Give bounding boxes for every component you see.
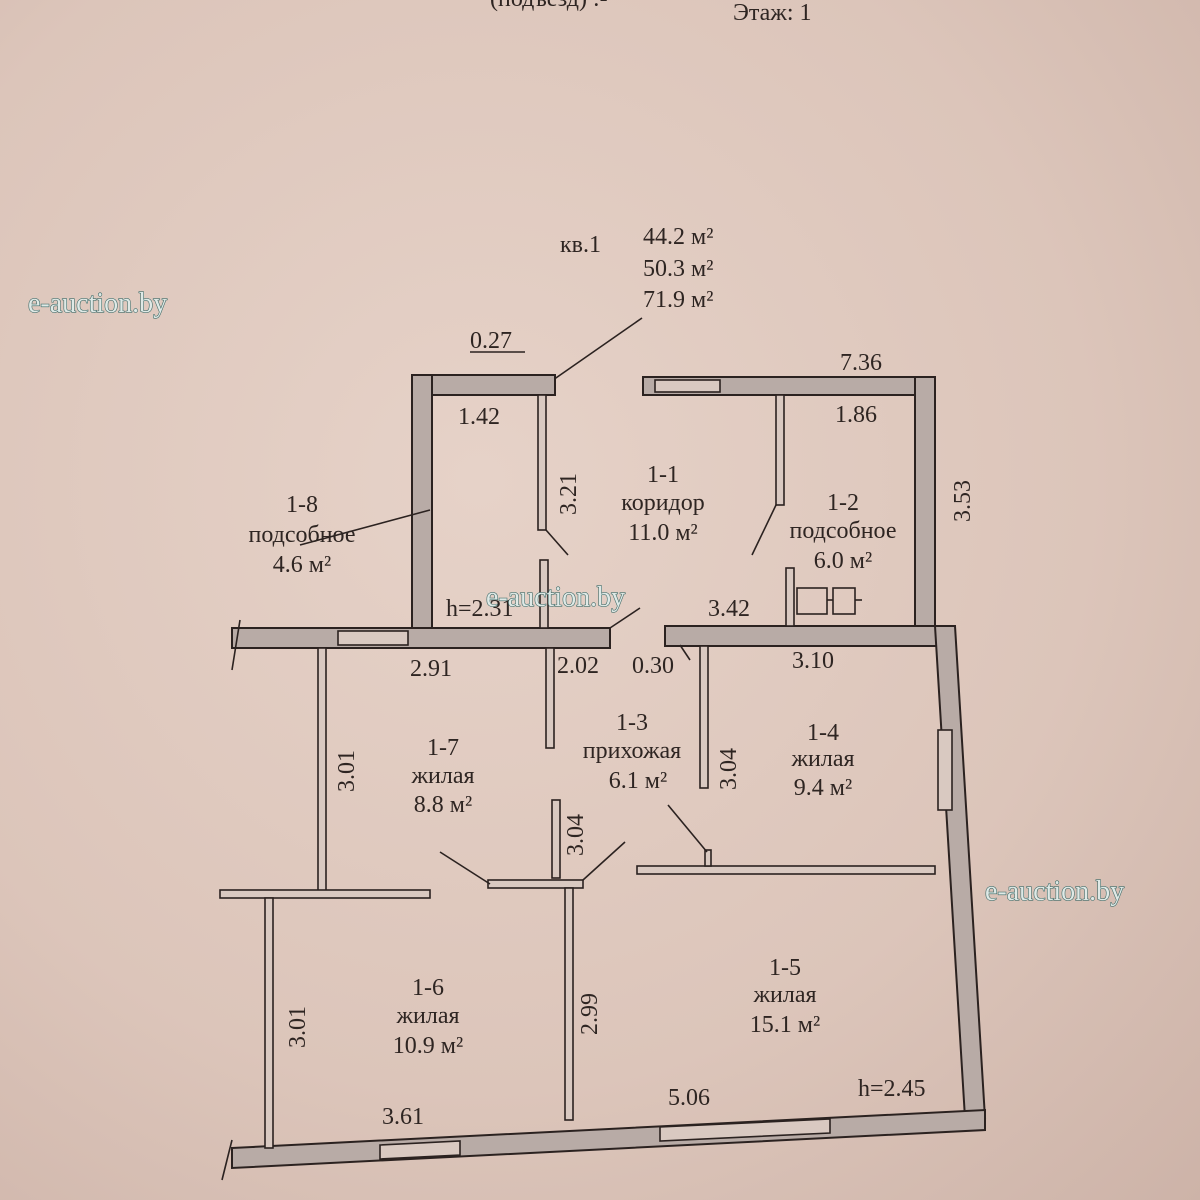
svg-text:1-3: 1-3 bbox=[616, 710, 648, 736]
svg-text:жилая: жилая bbox=[410, 763, 474, 789]
svg-text:7.36: 7.36 bbox=[840, 350, 882, 376]
room-1-7: 1-7 жилая 8.8 м² bbox=[410, 735, 474, 818]
svg-text:1-5: 1-5 bbox=[769, 955, 801, 981]
apartment-area-full: 71.9 м² bbox=[643, 287, 713, 313]
svg-text:h=2.45: h=2.45 bbox=[858, 1076, 926, 1102]
watermark: e-auction.by bbox=[985, 876, 1124, 907]
svg-text:3.10: 3.10 bbox=[792, 648, 834, 674]
apartment-label: кв.1 bbox=[560, 232, 601, 258]
svg-text:0.27: 0.27 bbox=[470, 328, 512, 354]
svg-text:3.04: 3.04 bbox=[716, 748, 742, 790]
room-1-3: 1-3 прихожая 6.1 м² bbox=[583, 710, 681, 794]
svg-text:8.8 м²: 8.8 м² bbox=[414, 792, 472, 818]
svg-text:3.04: 3.04 bbox=[563, 814, 589, 856]
svg-text:3.21: 3.21 bbox=[556, 473, 582, 515]
svg-text:h=2.31: h=2.31 bbox=[446, 596, 514, 622]
room-1-5: 1-5 жилая 15.1 м² bbox=[750, 955, 820, 1038]
entrance-label: (подъезд) :- bbox=[490, 0, 608, 12]
partitions bbox=[219, 394, 936, 1149]
watermark: e-auction.by bbox=[486, 582, 625, 613]
svg-text:6.0 м²: 6.0 м² bbox=[814, 548, 872, 574]
svg-text:11.0 м²: 11.0 м² bbox=[628, 520, 698, 546]
watermark: e-auction.by bbox=[28, 288, 167, 319]
svg-text:3.53: 3.53 bbox=[950, 480, 976, 522]
svg-text:10.9 м²: 10.9 м² bbox=[393, 1033, 463, 1059]
room-1-1: 1-1 коридор 11.0 м² bbox=[621, 462, 705, 546]
svg-text:0.30: 0.30 bbox=[632, 653, 674, 679]
room-1-2: 1-2 подсобное 6.0 м² bbox=[789, 490, 896, 574]
svg-text:жилая: жилая bbox=[395, 1003, 459, 1029]
svg-text:подсобное: подсобное bbox=[248, 522, 355, 548]
svg-text:3.42: 3.42 bbox=[708, 596, 750, 622]
svg-text:1-2: 1-2 bbox=[827, 490, 859, 516]
walls bbox=[221, 374, 987, 1181]
svg-text:4.6 м²: 4.6 м² bbox=[273, 552, 331, 578]
svg-text:1.42: 1.42 bbox=[458, 404, 500, 430]
boiler-icon bbox=[796, 587, 862, 615]
svg-text:9.4 м²: 9.4 м² bbox=[794, 775, 852, 801]
apartment-area-total: 50.3 м² bbox=[643, 256, 713, 282]
svg-text:2.02: 2.02 bbox=[557, 653, 599, 679]
svg-text:3.01: 3.01 bbox=[334, 750, 360, 792]
svg-text:жилая: жилая bbox=[790, 746, 854, 772]
svg-text:прихожая: прихожая bbox=[583, 738, 681, 764]
svg-text:1.86: 1.86 bbox=[835, 402, 877, 428]
svg-text:1-7: 1-7 bbox=[427, 735, 459, 761]
apartment-area-living: 44.2 м² bbox=[643, 224, 713, 250]
room-1-6: 1-6 жилая 10.9 м² bbox=[393, 975, 463, 1059]
svg-text:15.1 м²: 15.1 м² bbox=[750, 1012, 820, 1038]
room-1-4: 1-4 жилая 9.4 м² bbox=[790, 720, 854, 801]
svg-text:1-4: 1-4 bbox=[807, 720, 839, 746]
dimension-labels: 0.27 7.36 1.42 1.86 3.21 3.53 h=2.31 3.4… bbox=[285, 328, 976, 1130]
leader-line bbox=[552, 317, 643, 381]
svg-text:3.01: 3.01 bbox=[285, 1006, 311, 1048]
svg-text:3.61: 3.61 bbox=[382, 1104, 424, 1130]
svg-text:5.06: 5.06 bbox=[668, 1085, 710, 1111]
floor-label: Этаж: 1 bbox=[733, 0, 812, 26]
svg-text:жилая: жилая bbox=[752, 982, 816, 1008]
svg-text:2.99: 2.99 bbox=[577, 993, 603, 1035]
room-1-8: 1-8 подсобное 4.6 м² bbox=[248, 492, 355, 578]
svg-text:2.91: 2.91 bbox=[410, 656, 452, 682]
svg-text:6.1 м²: 6.1 м² bbox=[609, 768, 667, 794]
svg-text:подсобное: подсобное bbox=[789, 518, 896, 544]
svg-text:1-8: 1-8 bbox=[286, 492, 318, 518]
svg-text:1-6: 1-6 bbox=[412, 975, 444, 1001]
svg-text:1-1: 1-1 bbox=[647, 462, 679, 488]
svg-text:коридор: коридор bbox=[621, 490, 705, 516]
